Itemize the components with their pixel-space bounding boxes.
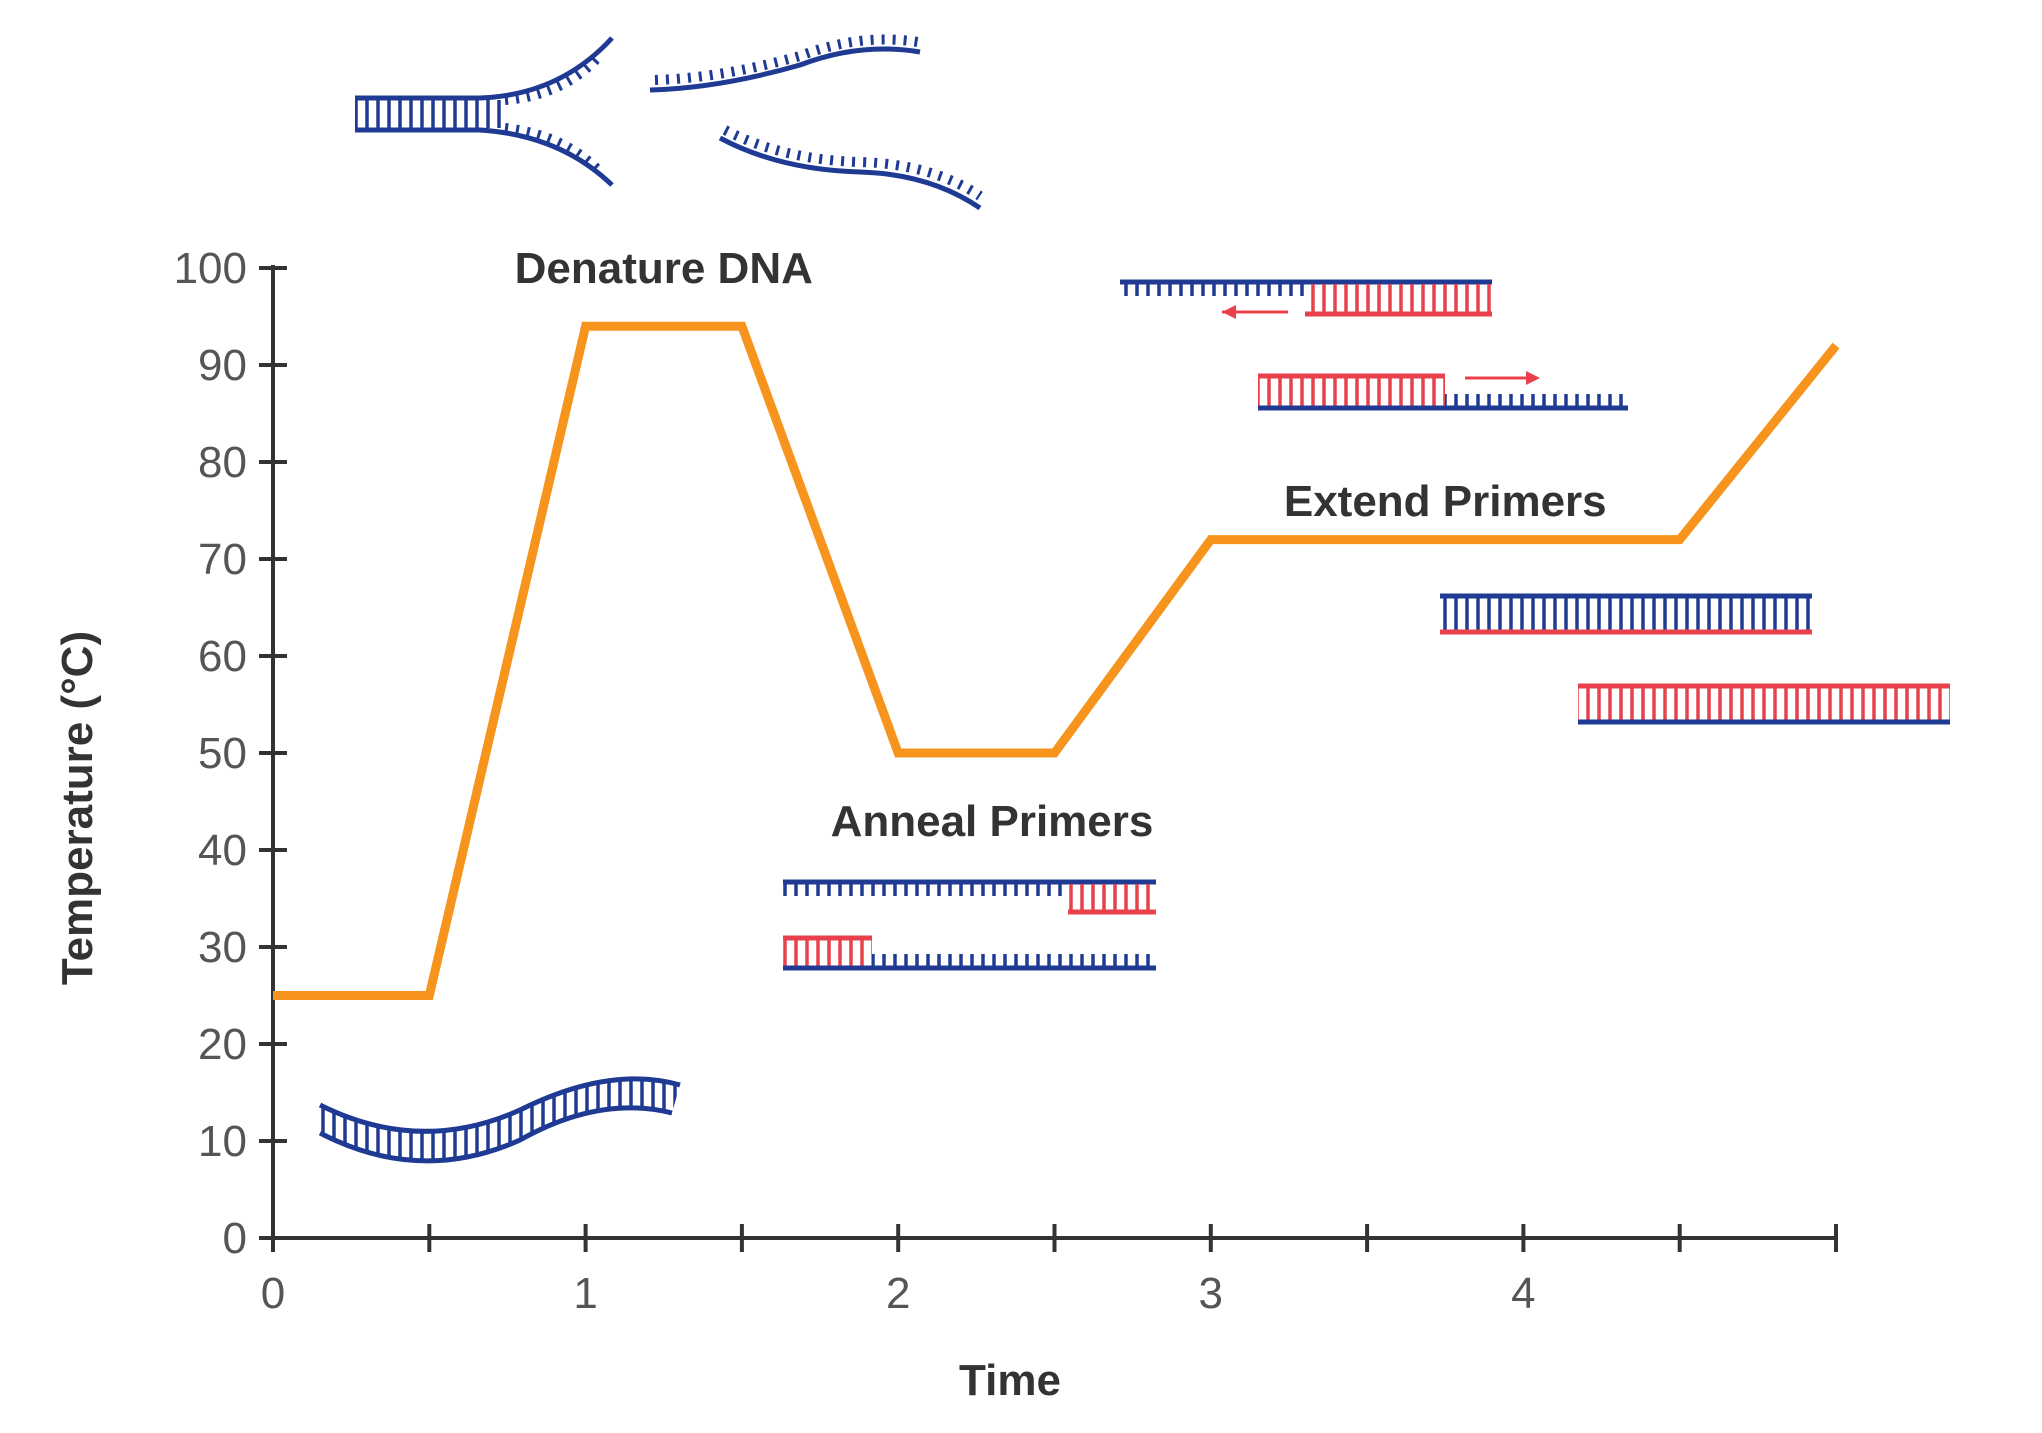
y-tick-label-60: 60 xyxy=(198,632,247,681)
y-tick-label-90: 90 xyxy=(198,341,247,390)
denature-dna-label: Denature DNA xyxy=(515,244,813,293)
y-axis-title: Temperature (°C) xyxy=(53,631,102,985)
y-tick-label-70: 70 xyxy=(198,535,247,584)
anneal-primers-label: Anneal Primers xyxy=(831,797,1154,846)
y-tick-label-20: 20 xyxy=(198,1020,247,1069)
x-axis-title: Time xyxy=(959,1356,1061,1405)
y-tick-label-10: 10 xyxy=(198,1117,247,1166)
dna-denaturing-strands-icon xyxy=(355,36,614,187)
extend-primers-label: Extend Primers xyxy=(1284,477,1607,526)
x-tick-label-3: 3 xyxy=(1199,1269,1223,1318)
y-axis-ticks: 0 10 20 30 40 50 60 70 80 90 100 xyxy=(174,244,287,1263)
dna-single-strands-icon xyxy=(649,34,983,211)
dna-copies-icon xyxy=(1440,593,1950,725)
y-tick-label-100: 100 xyxy=(174,244,247,293)
x-tick-label-4: 4 xyxy=(1511,1269,1535,1318)
x-tick-label-0: 0 xyxy=(261,1269,285,1318)
primer-annealing-icon xyxy=(783,879,1156,971)
x-tick-label-1: 1 xyxy=(573,1269,597,1318)
x-axis-ticks: 0 1 2 3 4 xyxy=(261,1224,1838,1318)
y-tick-label-50: 50 xyxy=(198,729,247,778)
dna-double-helix-icon xyxy=(318,1076,681,1164)
primer-extension-icon xyxy=(1120,279,1628,411)
y-tick-label-80: 80 xyxy=(198,438,247,487)
y-tick-label-30: 30 xyxy=(198,923,247,972)
y-tick-label-0: 0 xyxy=(223,1214,247,1263)
temperature-curve xyxy=(273,321,1840,1000)
x-tick-label-2: 2 xyxy=(886,1269,910,1318)
y-tick-label-40: 40 xyxy=(198,826,247,875)
